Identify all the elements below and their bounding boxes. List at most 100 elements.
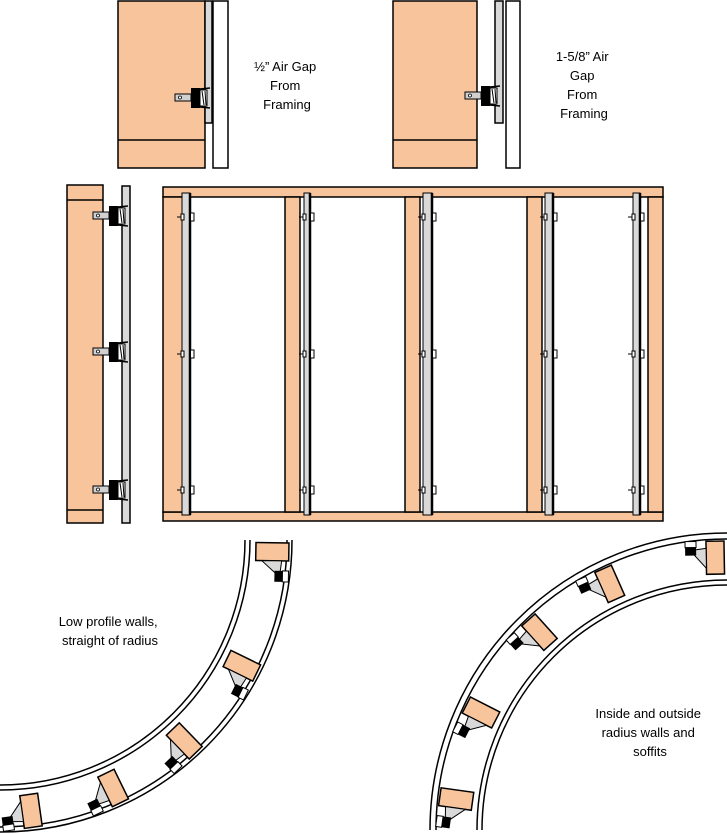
- clip-side-icon: [299, 349, 315, 359]
- drywall-panel: [505, 0, 521, 169]
- clip-bracket: [462, 715, 488, 733]
- clip-spring: [90, 805, 104, 817]
- curved-panel-line: [481, 584, 727, 831]
- clip-spring: [237, 686, 250, 701]
- clip-hook: [199, 87, 211, 109]
- clip-body: [87, 798, 101, 811]
- clip-spring: [574, 575, 589, 588]
- curved-stud-clip: [87, 768, 130, 817]
- screw-icon: [96, 487, 100, 492]
- clip-spring: [452, 721, 464, 736]
- furring-channel: [204, 0, 213, 124]
- clip-side-icon: [418, 485, 437, 495]
- stud: [647, 196, 664, 513]
- resilient-clip: [464, 85, 501, 107]
- clip-side-icon: [418, 349, 437, 359]
- curved-panel-line: [435, 538, 727, 831]
- clip-body: [191, 88, 200, 108]
- clip-bracket: [174, 93, 192, 102]
- clip-body: [578, 582, 592, 594]
- top-plate: [162, 186, 664, 198]
- bottom-plate: [162, 511, 664, 522]
- stud: [404, 196, 421, 513]
- wood-block: [18, 792, 44, 830]
- drywall-panel: [212, 0, 229, 169]
- clip-body: [274, 570, 283, 582]
- curved-stud-clip: [452, 696, 501, 739]
- clip-side-icon: [299, 212, 315, 222]
- furring-channel: [494, 0, 504, 124]
- clip-body: [481, 86, 490, 106]
- curved-stud-clip: [505, 612, 559, 652]
- screw-icon: [96, 213, 100, 218]
- screw-icon: [96, 349, 100, 354]
- clip-spring: [281, 570, 290, 583]
- curved-panel-line: [0, 539, 246, 786]
- clip-body: [109, 206, 118, 226]
- curved-panel-line: [476, 579, 727, 831]
- clip-side-icon: [177, 349, 195, 359]
- label-five-eighths-gap: 1-5/8” Air Gap From Framing: [556, 49, 612, 121]
- clip-spring: [435, 814, 444, 828]
- clip-body: [685, 547, 697, 556]
- resilient-clip: [92, 479, 129, 501]
- detail-half-inch-gap: [117, 0, 229, 169]
- clip-side-icon: [177, 485, 195, 495]
- clip-hook: [117, 341, 129, 363]
- curved-stud-clip: [684, 540, 726, 576]
- clip-hook: [117, 205, 129, 227]
- clip-bracket: [582, 578, 607, 599]
- curved-stud-clip: [435, 786, 475, 829]
- wall-framing-elevation: [162, 186, 664, 522]
- resilient-clip: [92, 341, 129, 363]
- curved-wall-inside-outside: [429, 532, 727, 831]
- clip-side-icon: [177, 212, 195, 222]
- curved-panel-line: [0, 539, 251, 791]
- stud: [526, 196, 543, 513]
- clip-spring: [684, 540, 697, 549]
- clip-side-icon: [540, 349, 558, 359]
- clip-bracket: [92, 347, 110, 356]
- clip-side-icon: [540, 485, 558, 495]
- clip-side-icon: [299, 485, 315, 495]
- clip-body: [458, 724, 471, 739]
- curved-panel-line: [429, 532, 727, 831]
- label-inside-outside: Inside and outside radius walls and soff…: [595, 706, 704, 759]
- curved-panel-line: [0, 539, 293, 833]
- curved-stud-clip: [1, 792, 44, 832]
- screw-icon: [468, 93, 472, 98]
- label-low-profile: Low profile walls, straight of radius: [59, 614, 162, 648]
- curved-panel-line: [0, 539, 288, 828]
- curved-stud-clip: [222, 649, 262, 701]
- wood-block: [705, 540, 726, 576]
- clip-bracket: [227, 668, 248, 693]
- spring-coil: [119, 482, 125, 498]
- clip-spring: [2, 823, 16, 832]
- spring-coil: [119, 208, 125, 224]
- curved-wall-low-profile: [0, 539, 293, 833]
- clip-side-icon: [628, 212, 645, 222]
- plate-lines: [67, 199, 103, 511]
- clip-body: [109, 480, 118, 500]
- clip-body: [441, 816, 452, 829]
- wood-block: [254, 541, 290, 562]
- clip-bracket: [92, 485, 110, 494]
- wood-block: [437, 786, 475, 812]
- screw-icon: [178, 95, 182, 100]
- clip-body: [164, 755, 178, 770]
- clip-side-icon: [628, 349, 645, 359]
- detail-five-eighths-gap: [392, 0, 521, 169]
- clip-body: [510, 637, 524, 651]
- clip-body: [230, 683, 243, 698]
- clip-hook: [117, 479, 129, 501]
- wood-stud: [392, 0, 478, 169]
- clip-hook: [489, 85, 501, 107]
- clip-body: [1, 815, 14, 826]
- clip-side-icon: [540, 212, 558, 222]
- clip-body: [109, 342, 118, 362]
- curved-stud-clip: [254, 541, 290, 583]
- resilient-clip: [92, 205, 129, 227]
- label-half-inch-gap: ½” Air Gap From Framing: [254, 59, 320, 112]
